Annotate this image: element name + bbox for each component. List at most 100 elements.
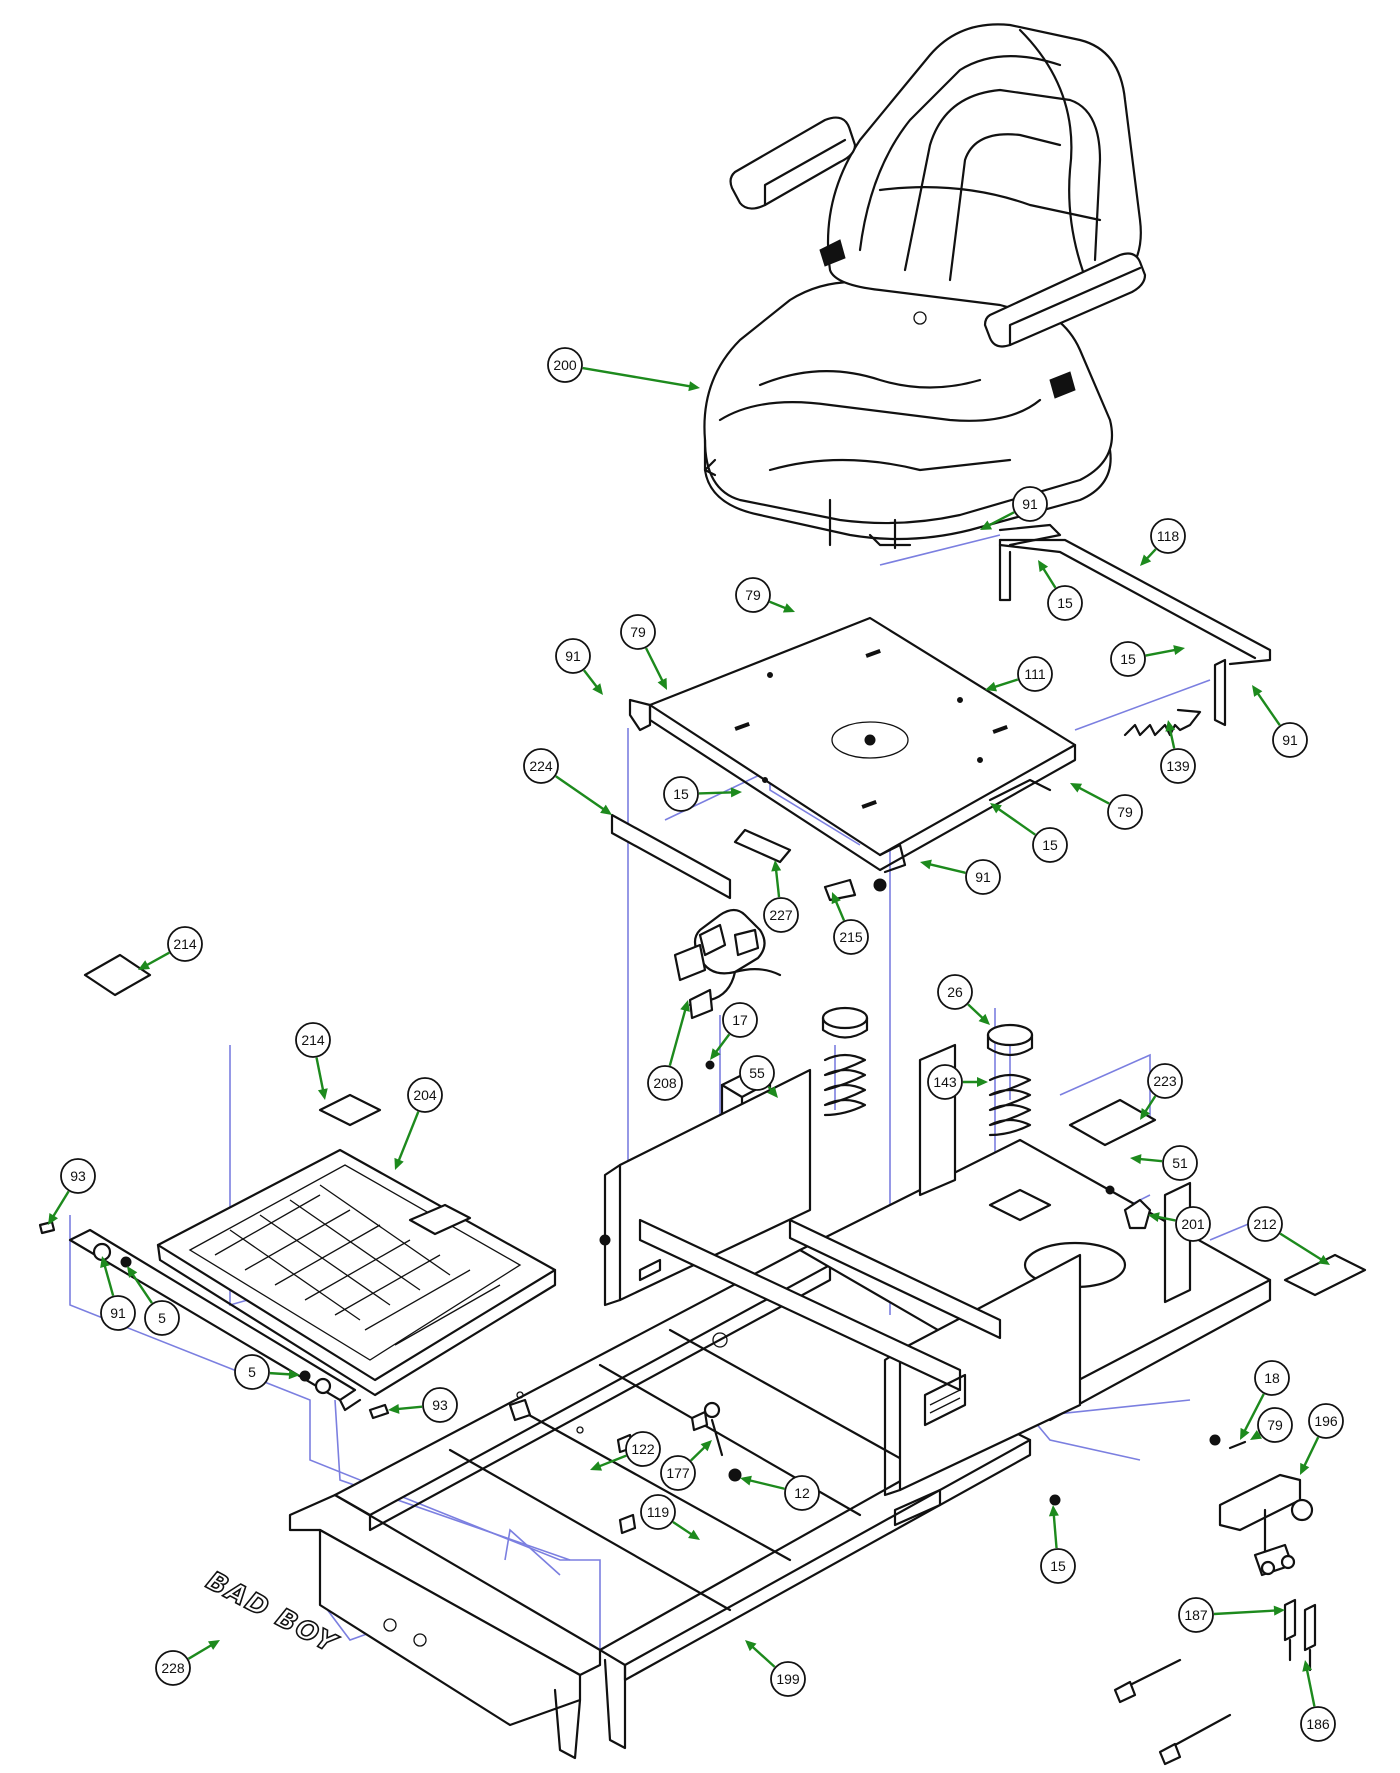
leader-line — [1145, 648, 1178, 657]
callout-208: 208 — [647, 1000, 690, 1101]
callout-circle — [620, 614, 656, 650]
callout-circle — [1160, 748, 1196, 784]
callout-circle — [1162, 1145, 1198, 1181]
leader-line — [774, 867, 781, 898]
callout-circle — [1017, 656, 1053, 692]
callout-119: 119 — [640, 1494, 700, 1540]
callout-label: 223 — [1153, 1073, 1177, 1089]
callout-circle — [784, 1475, 820, 1511]
callout-label: 118 — [1157, 528, 1180, 544]
callout-79: 79 — [620, 614, 667, 690]
leader-line — [51, 1190, 70, 1219]
leader-line — [1213, 1609, 1278, 1616]
callout-circle — [1178, 1597, 1214, 1633]
callout-circle — [965, 859, 1001, 895]
callout-91: 91 — [100, 1256, 136, 1331]
callout-circle — [555, 638, 591, 674]
callout-label: 186 — [1306, 1716, 1330, 1732]
leader-arrowhead — [207, 1640, 220, 1650]
callout-label: 79 — [1267, 1417, 1283, 1433]
seat-latch-rod — [998, 523, 1272, 727]
callout-circle — [1032, 827, 1068, 863]
callout-circle — [523, 748, 559, 784]
leader-arrowhead — [710, 1048, 721, 1060]
leader-line — [144, 951, 170, 968]
leader-line — [750, 1644, 776, 1668]
leader-arrowhead — [745, 1640, 757, 1652]
seat-assembly — [703, 23, 1147, 550]
callout-label: 201 — [1181, 1216, 1205, 1232]
callout-200: 200 — [547, 347, 700, 392]
callout-circle — [407, 1077, 443, 1113]
callout-label: 224 — [529, 758, 553, 774]
callout-91: 91 — [555, 638, 603, 695]
leader-arrowhead — [730, 787, 742, 798]
callout-circle — [234, 1354, 270, 1390]
callout-circle — [927, 1064, 963, 1100]
leader-line — [1137, 1157, 1163, 1163]
callout-214: 214 — [138, 926, 203, 970]
leader-arrowhead — [782, 603, 795, 613]
callout-circle — [167, 926, 203, 962]
leader-line — [582, 366, 693, 388]
callout-label: 215 — [839, 929, 863, 945]
callout-circle — [663, 776, 699, 812]
callout-228: 228 — [155, 1640, 220, 1686]
callout-label: 196 — [1314, 1413, 1338, 1429]
callout-circle — [1110, 641, 1146, 677]
leader-arrowhead — [985, 681, 998, 692]
callout-circle — [735, 577, 771, 613]
callout-93: 93 — [48, 1158, 96, 1225]
callout-79: 79 — [1070, 783, 1143, 830]
callout-18: 18 — [1240, 1360, 1290, 1440]
callout-label: 91 — [1022, 496, 1038, 512]
callout-label: 199 — [776, 1671, 800, 1687]
callout-224: 224 — [523, 748, 612, 815]
callout-15: 15 — [1110, 641, 1185, 677]
callout-circle — [739, 1055, 775, 1091]
leader-arrowhead — [138, 960, 151, 970]
leader-arrowhead — [394, 1157, 404, 1170]
leader-arrowhead — [700, 1440, 712, 1452]
leader-arrowhead — [1048, 1505, 1059, 1517]
callout-187: 187 — [1178, 1597, 1285, 1633]
callout-15: 15 — [663, 776, 742, 812]
leader-arrowhead — [1240, 1427, 1250, 1440]
callout-label: 139 — [1166, 758, 1190, 774]
leader-line — [995, 806, 1036, 836]
callout-circle — [833, 919, 869, 955]
leader-arrowhead — [688, 1529, 700, 1540]
leader-arrowhead — [831, 892, 841, 905]
leader-line — [834, 898, 846, 921]
callout-circle — [295, 1022, 331, 1058]
callout-label: 214 — [173, 936, 197, 952]
callout-circle — [1308, 1403, 1344, 1439]
callout-79: 79 — [1250, 1407, 1293, 1443]
callout-212: 212 — [1247, 1206, 1330, 1265]
callout-label: 15 — [1050, 1558, 1066, 1574]
callout-196: 196 — [1300, 1403, 1344, 1475]
leader-line — [1279, 1232, 1324, 1262]
callout-label: 143 — [933, 1074, 957, 1090]
callout-circle — [100, 1295, 136, 1331]
springs-and-caps — [821, 1006, 1034, 1137]
leader-arrowhead — [990, 803, 1002, 814]
callout-label: 200 — [553, 357, 577, 373]
leader-arrowhead — [771, 860, 782, 872]
floor-mat — [156, 1148, 557, 1397]
callout-15: 15 — [1040, 1505, 1076, 1584]
callout-15: 15 — [990, 803, 1068, 863]
leader-arrowhead — [920, 859, 932, 870]
callout-label: 93 — [432, 1397, 448, 1413]
leader-line — [690, 1444, 708, 1462]
callout-label: 79 — [745, 587, 761, 603]
leader-line — [269, 1371, 293, 1376]
callout-label: 15 — [1057, 595, 1073, 611]
callout-118: 118 — [1140, 518, 1186, 566]
spring — [1123, 708, 1202, 737]
leader-arrowhead — [688, 381, 700, 392]
callout-circle — [1247, 1206, 1283, 1242]
callout-186: 186 — [1300, 1660, 1336, 1742]
callout-label: 5 — [158, 1310, 166, 1326]
callout-label: 26 — [947, 984, 963, 1000]
